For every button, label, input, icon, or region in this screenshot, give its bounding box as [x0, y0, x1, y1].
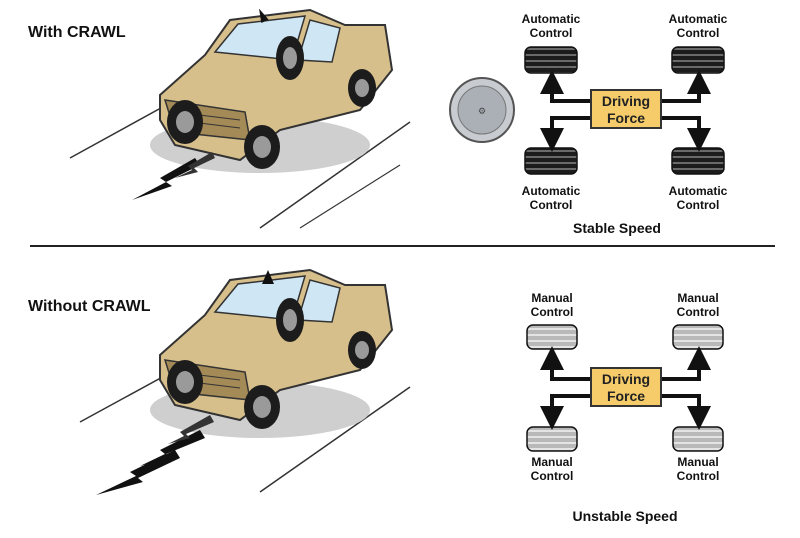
section-divider [30, 245, 775, 247]
crawl-control-dial-icon: ⚙ [449, 77, 515, 143]
with-crawl-title: With CRAWL [28, 24, 126, 41]
svg-text:⚙: ⚙ [478, 107, 486, 117]
tire-icons [526, 324, 724, 452]
without-crawl-title: Without CRAWL [28, 298, 151, 315]
with-crawl-graphics: ⚙ [69, 8, 725, 229]
force-arrows [540, 346, 711, 430]
truck-with-crawl [159, 8, 394, 169]
without-crawl-panel: Without CRAWL [0, 250, 800, 538]
motion-arrows [96, 270, 274, 495]
truck-without-crawl [159, 268, 394, 429]
motion-arrows [132, 8, 269, 200]
with-crawl-panel: With CRAWL [0, 0, 800, 245]
without-crawl-graphics [79, 268, 724, 495]
speed-caption: Unstable Speed [572, 508, 678, 524]
force-arrows [540, 70, 711, 152]
speed-caption: Stable Speed [573, 220, 661, 236]
